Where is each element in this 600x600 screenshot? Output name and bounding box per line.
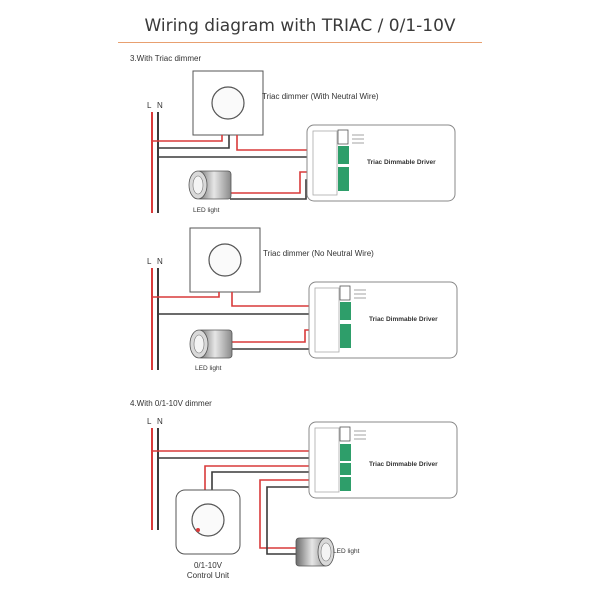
driver-input-terminal <box>338 146 349 164</box>
title-underline <box>118 42 482 43</box>
section-triac-no-neutral: L N Triac dimmer (No Neutral Wire) Triac… <box>147 227 458 372</box>
section-heading: 3.With Triac dimmer <box>130 54 201 63</box>
neutral-label: N <box>157 417 163 426</box>
line-label: L <box>147 257 152 266</box>
section-triac-with-neutral: 3.With Triac dimmer L N Triac dimmer (Wi… <box>130 54 456 214</box>
line-label: L <box>147 417 152 426</box>
driver-output-terminal <box>340 477 351 491</box>
driver-input-terminal <box>340 302 351 320</box>
neutral-to-dimmer-wire <box>158 135 230 149</box>
driver-label: Triac Dimmable Driver <box>369 316 438 323</box>
control-knob-icon <box>191 503 225 537</box>
driver-top-terminal <box>339 426 351 442</box>
dimmer-label: Triac dimmer (No Neutral Wire) <box>263 249 374 258</box>
led-light-icon <box>189 329 233 359</box>
driver-top-terminal <box>337 129 349 145</box>
driver-control-terminal <box>340 463 351 475</box>
led-positive-wire <box>259 479 340 549</box>
dimmer-knob-icon <box>208 243 242 277</box>
live-to-dimmer-wire <box>152 135 223 142</box>
diagram-title: Wiring diagram with TRIAC / 0/1-10V <box>144 16 456 36</box>
indicator-led-icon <box>196 528 200 532</box>
triac-driver <box>308 421 458 499</box>
led-light-icon <box>188 170 232 200</box>
dimmer-knob-icon <box>211 86 245 120</box>
driver-output-terminal <box>338 167 349 191</box>
driver-label: Triac Dimmable Driver <box>369 461 438 468</box>
dimmer-label: Triac dimmer (With Neutral Wire) <box>262 92 379 101</box>
live-to-dimmer-wire <box>152 292 220 298</box>
driver-top-terminal <box>339 285 351 301</box>
driver-bracket <box>312 130 338 196</box>
section-0-10v-dimmer: 4.With 0/1-10V dimmer L N Triac Dimmable… <box>130 399 458 580</box>
driver-input-terminal <box>340 444 351 461</box>
led-label: LED light <box>333 548 360 555</box>
control-unit-label: Control Unit <box>187 571 230 580</box>
led-label: LED light <box>193 207 220 214</box>
driver-bracket <box>314 427 340 493</box>
led-light-icon <box>295 537 335 567</box>
led-negative-wire <box>266 486 340 555</box>
neutral-label: N <box>157 257 163 266</box>
dimmed-live-wire <box>231 292 340 307</box>
control-negative-wire <box>211 471 340 490</box>
driver-bracket <box>314 287 340 353</box>
section-heading: 4.With 0/1-10V dimmer <box>130 399 212 408</box>
control-unit-label: 0/1-10V <box>194 561 223 570</box>
line-label: L <box>147 101 152 110</box>
neutral-label: N <box>157 101 163 110</box>
driver-label: Triac Dimmable Driver <box>367 159 436 166</box>
led-label: LED light <box>195 365 222 372</box>
dimmed-live-wire <box>236 135 338 151</box>
control-positive-wire <box>204 465 340 490</box>
driver-output-terminal <box>340 324 351 348</box>
